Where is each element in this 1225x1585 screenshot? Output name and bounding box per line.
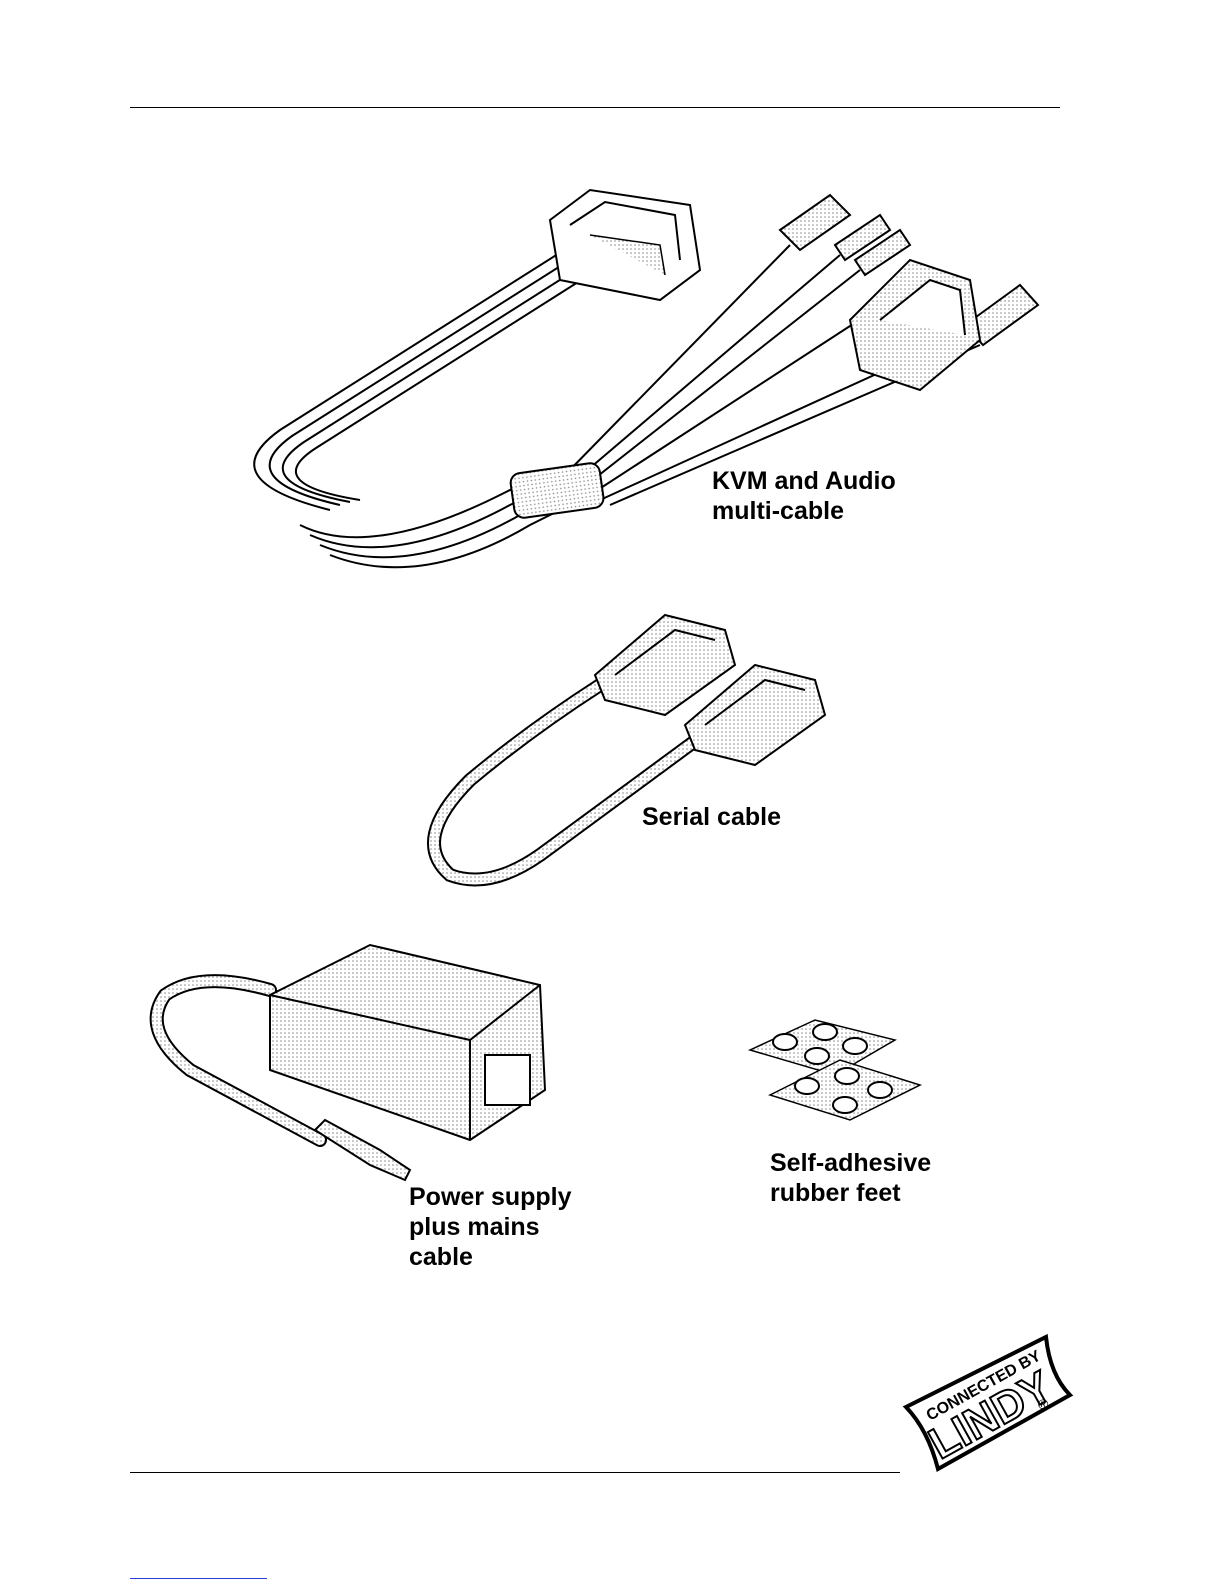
- kvm-caption-line: multi-cable: [712, 496, 896, 526]
- power-caption-line: plus mains: [409, 1212, 572, 1242]
- rubber-feet-caption: Self-adhesive rubber feet: [770, 1148, 931, 1208]
- kvm-multi-cable-illustration: [200, 160, 1070, 590]
- power-supply-illustration: [140, 940, 560, 1190]
- power-caption-line: Power supply: [409, 1182, 572, 1212]
- rubber-feet-caption-line: rubber feet: [770, 1178, 931, 1208]
- logo-registered-mark: ®: [1038, 1396, 1049, 1412]
- lindy-logo: CONNECTED BY LINDY ®: [898, 1335, 1078, 1475]
- power-caption-line: cable: [409, 1242, 572, 1272]
- footer-rule: [130, 1472, 900, 1473]
- serial-cable-illustration: [410, 600, 840, 890]
- footer-link-underline: [130, 1578, 267, 1579]
- kvm-caption-line: KVM and Audio: [712, 466, 896, 496]
- kvm-cable-caption: KVM and Audio multi-cable: [712, 466, 896, 526]
- power-supply-caption: Power supply plus mains cable: [409, 1182, 572, 1272]
- header-rule: [130, 107, 1060, 108]
- rubber-feet-caption-line: Self-adhesive: [770, 1148, 931, 1178]
- rubber-feet-illustration: [745, 1020, 925, 1140]
- serial-cable-caption: Serial cable: [642, 802, 781, 832]
- serial-caption-line: Serial cable: [642, 802, 781, 832]
